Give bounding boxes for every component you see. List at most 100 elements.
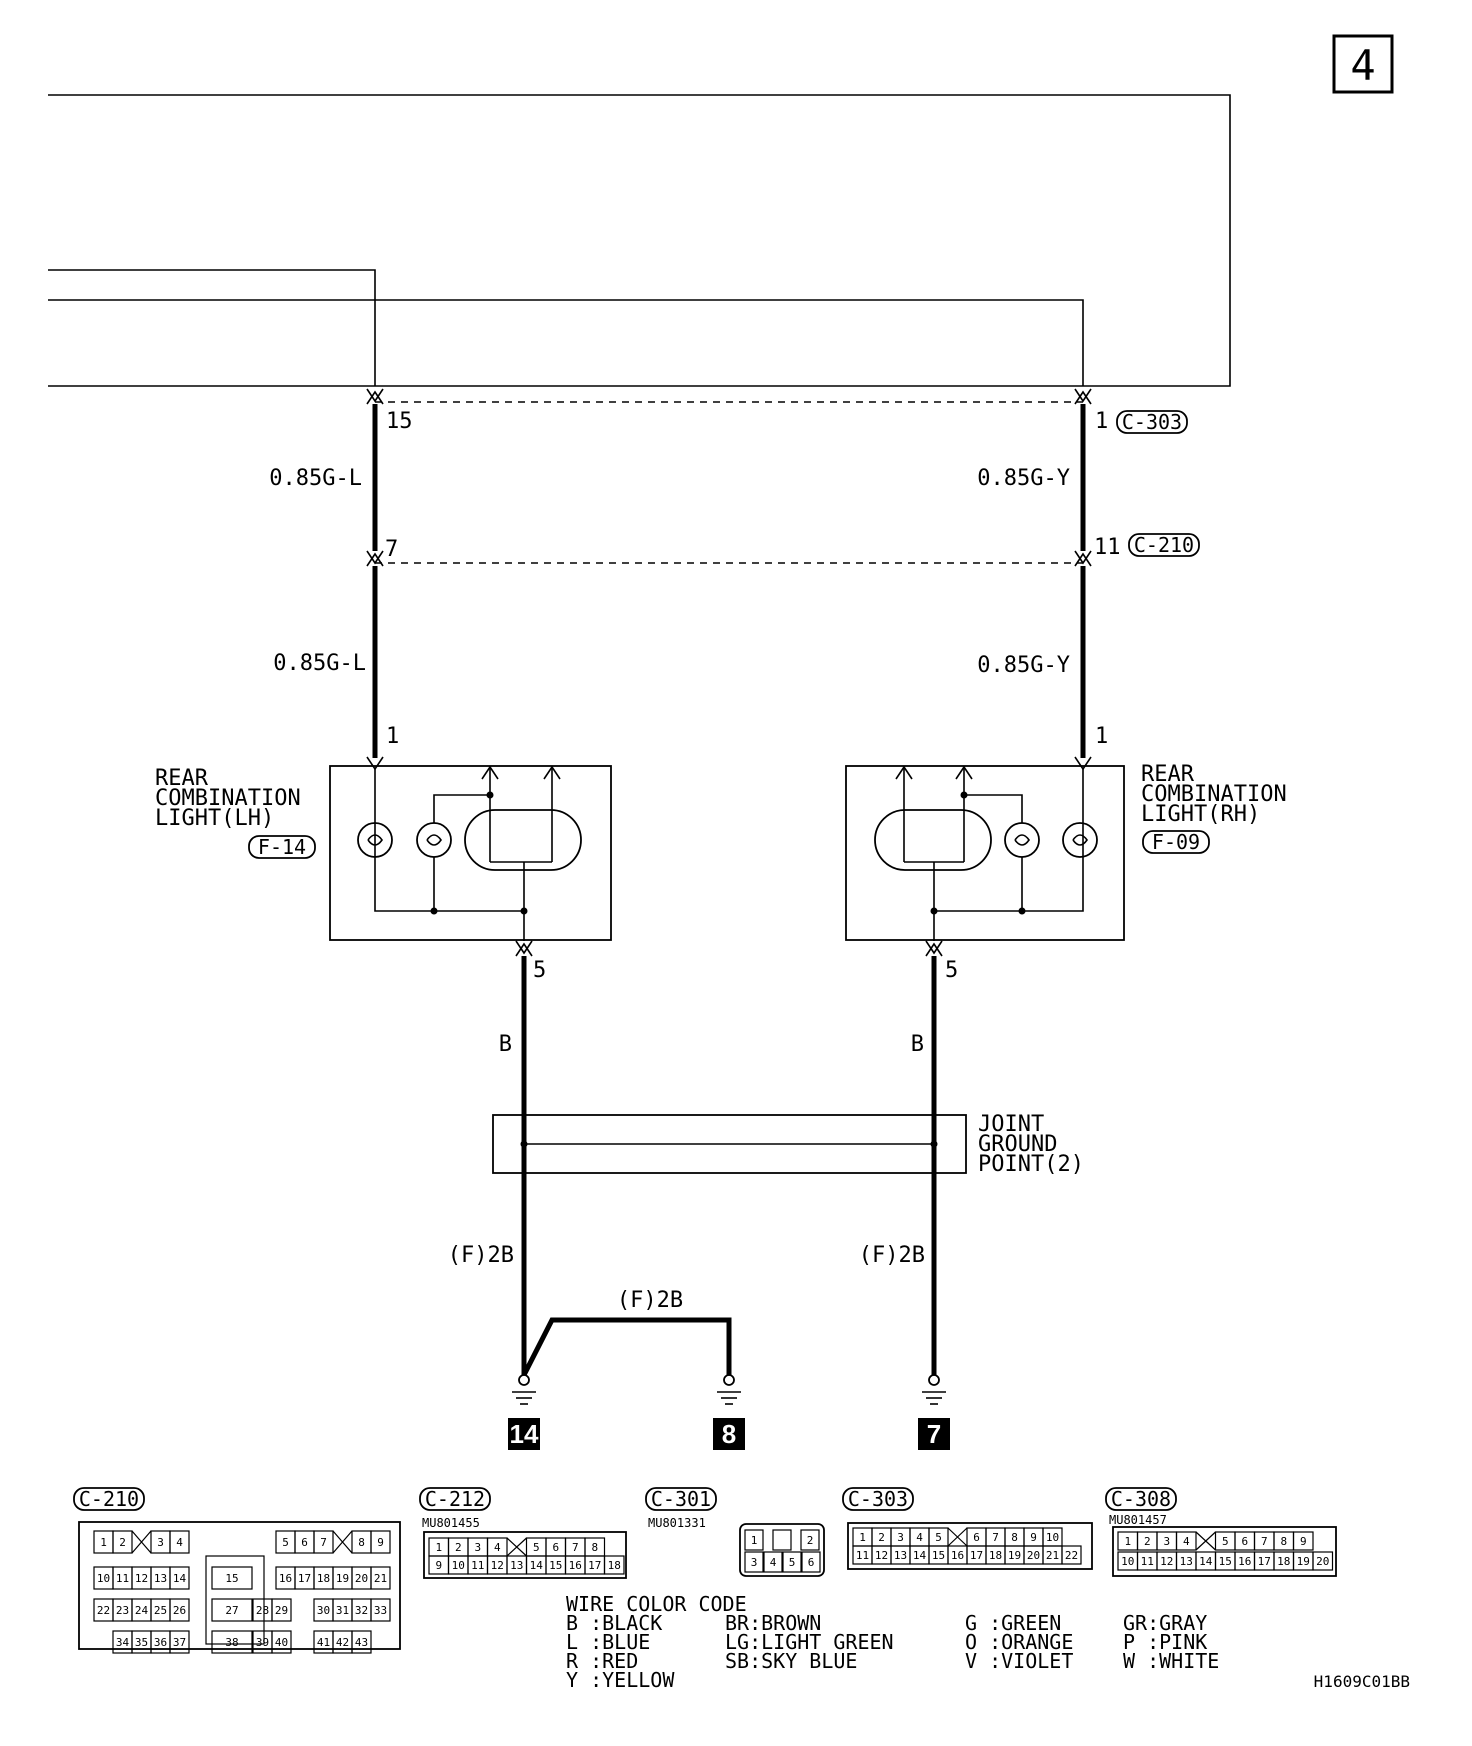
rh-filament-2 [1014, 834, 1030, 846]
c212-pin-17: 17 [588, 1559, 601, 1572]
c308-pin-9-cell [1292, 1531, 1314, 1551]
c308-pin-12: 12 [1160, 1555, 1173, 1568]
c212-pin-16: 16 [569, 1559, 582, 1572]
c303-pin-22-cell [1061, 1545, 1082, 1565]
c212-view-frame [423, 1531, 627, 1579]
c212-pin-11: 11 [471, 1559, 484, 1572]
f14-badge [248, 835, 316, 859]
c303-label: C-303 [1122, 410, 1182, 434]
rh-bulb-2-icon [1004, 822, 1040, 858]
c301-pin-4: 4 [770, 1556, 777, 1569]
c210-label: C-210 [1134, 533, 1194, 557]
lh-light-label-1: REAR [155, 766, 209, 791]
c308-pin-7: 7 [1261, 1535, 1268, 1548]
c303-pin-15: 15 [932, 1549, 945, 1562]
c210-pin-8: 8 [358, 1536, 365, 1549]
c301-pin-5: 5 [789, 1556, 796, 1569]
c308-pin-14: 14 [1199, 1555, 1213, 1568]
c210-pin-32: 32 [355, 1604, 368, 1617]
c210-pin-7-cell [313, 1530, 334, 1554]
c210-center-shroud [205, 1555, 265, 1645]
c210-pin-23: 23 [116, 1604, 129, 1617]
branch-wire [521, 1317, 732, 1377]
c212-pin-18-cell [603, 1555, 625, 1575]
c212-pin-12: 12 [491, 1559, 504, 1572]
c303-pin-13: 13 [894, 1549, 907, 1562]
c303-view-title: C-303 [848, 1487, 908, 1511]
c303-pin-12: 12 [875, 1549, 888, 1562]
c210-pin-29-cell [271, 1598, 292, 1622]
rh-lamp-circuit [934, 769, 1084, 912]
c210-pin-24: 24 [135, 1604, 149, 1617]
c308-pin-19: 19 [1297, 1555, 1310, 1568]
wire-label-branch: (F)2B [617, 1288, 683, 1313]
color-code-o: O :ORANGE [965, 1630, 1073, 1654]
c210-pin-33: 33 [374, 1604, 387, 1617]
c308-pin-5: 5 [1222, 1535, 1229, 1548]
c210-view-badge [73, 1487, 145, 1511]
lh-double-bulb-wires [489, 768, 553, 941]
rh-bulb-1-icon [1062, 822, 1098, 858]
c210-key-icon-left [131, 1530, 152, 1554]
pin-rh-c210: 11 [1094, 535, 1121, 560]
c210-lh-terminal [366, 550, 384, 567]
c303-pin-10: 10 [1046, 1531, 1059, 1544]
c303-pin-21: 21 [1046, 1549, 1059, 1562]
c210-pin-22: 22 [97, 1604, 110, 1617]
c210-pin-18: 18 [317, 1572, 330, 1585]
lh-junction-1 [486, 791, 494, 799]
c210-pin-3: 3 [157, 1536, 164, 1549]
lh-filament-2 [426, 834, 442, 846]
c303-pin-1: 1 [859, 1531, 866, 1544]
c210-pin-17: 17 [298, 1572, 311, 1585]
c210-pin-43: 43 [355, 1636, 368, 1649]
ground-symbol-14 [512, 1374, 536, 1405]
lh-light-label-3: LIGHT(LH) [155, 806, 274, 831]
c301-part-number: MU801331 [648, 1516, 706, 1530]
lh-lamp-circuit [374, 769, 524, 912]
rh-ground-terminal [925, 940, 943, 957]
c303-pin-19: 19 [1008, 1549, 1021, 1562]
c212-pin-6: 6 [552, 1541, 559, 1554]
c212-pin-3: 3 [474, 1541, 481, 1554]
c303-pin-6: 6 [973, 1531, 980, 1544]
lh-light-label-2: COMBINATION [155, 786, 301, 811]
c210-pin-4-cell [169, 1530, 190, 1554]
c303-key-icon [947, 1527, 968, 1547]
c303-pin-8: 8 [1011, 1531, 1018, 1544]
color-code-v: V :VIOLET [965, 1649, 1073, 1673]
c210-pin-27-cell [211, 1598, 253, 1622]
c210-pin-38-cell [211, 1630, 253, 1654]
ground-number-7: 7 [927, 1419, 941, 1449]
c303-pin-9: 9 [1030, 1531, 1037, 1544]
c303-pin-16: 16 [951, 1549, 964, 1562]
c308-pin-20-cell [1312, 1551, 1334, 1571]
color-code-p: P :PINK [1123, 1630, 1207, 1654]
c210-rh-terminal [1074, 550, 1092, 567]
c303-pin-22: 22 [1065, 1549, 1078, 1562]
c210-pin-40: 40 [275, 1636, 288, 1649]
rh-filament-1 [1072, 834, 1088, 846]
c308-view-badge [1105, 1487, 1177, 1511]
c210-pin-33-cell [370, 1598, 391, 1622]
c210-pin-14: 14 [173, 1572, 187, 1585]
c210-pin-9-cell [370, 1530, 391, 1554]
ground-symbol-7 [922, 1374, 946, 1405]
pin-rh-ground: 5 [945, 958, 958, 983]
lh-junction-2 [430, 907, 438, 915]
f14-label: F-14 [258, 835, 306, 859]
c308-pin-4: 4 [1183, 1535, 1190, 1548]
rh-light-box [845, 765, 1125, 941]
c212-part-number: MU801455 [422, 1516, 480, 1530]
wire-label-lh-ground: (F)2B [448, 1243, 514, 1268]
joint-label-1: JOINT [978, 1112, 1044, 1137]
rh-lamp-terminal [1074, 756, 1092, 771]
c212-pin-13: 13 [510, 1559, 523, 1572]
page-number: 4 [1350, 41, 1375, 90]
c308-part-number: MU801457 [1109, 1513, 1167, 1527]
c308-pin-10: 10 [1121, 1555, 1134, 1568]
pin-lh-ground: 5 [533, 958, 546, 983]
c212-pin-14: 14 [530, 1559, 544, 1572]
c303-rh-terminal [1074, 388, 1092, 405]
